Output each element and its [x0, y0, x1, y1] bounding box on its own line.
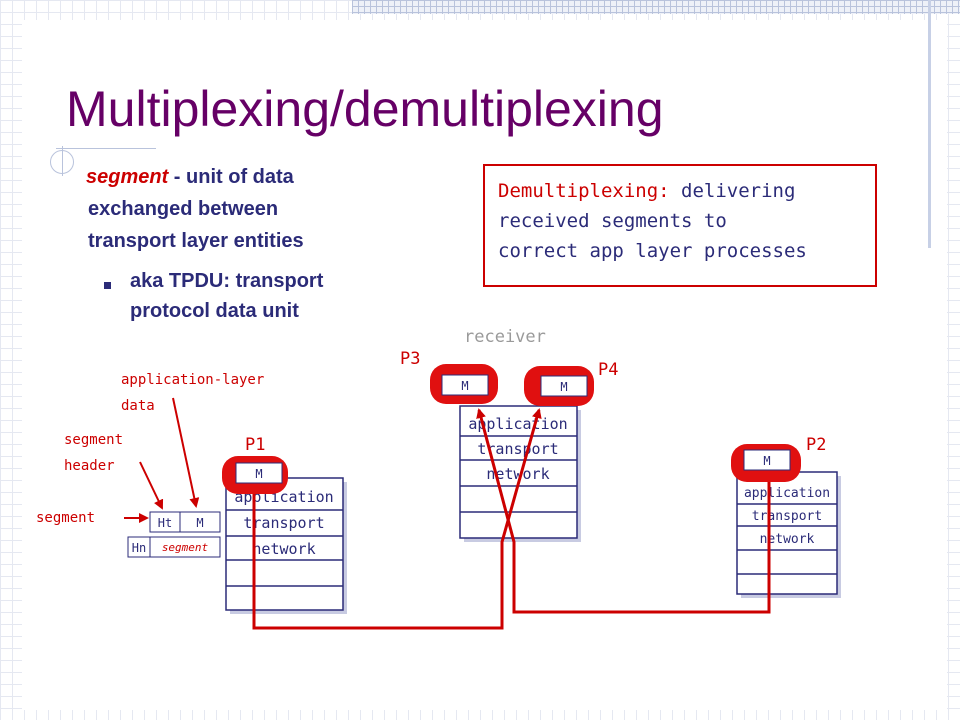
sub-bullet-marker: [104, 282, 111, 289]
app-data-arrow: [172, 397, 200, 508]
sub-bullet-line-2: protocol data unit: [130, 300, 299, 322]
receiver-label: receiver: [464, 327, 546, 347]
app-layer-data-label-1: application-layer: [121, 372, 264, 388]
callout-term: Demultiplexing:: [498, 180, 670, 202]
title-rule: [56, 148, 156, 149]
p1-transport-layer: transport: [243, 514, 324, 532]
segment-header-arrow: [139, 461, 164, 510]
p4-label: P4: [598, 360, 618, 380]
packet-segment-label: segment: [162, 541, 209, 554]
segment-packet: Ht M Hn segment: [127, 511, 221, 558]
link-p1-to-p4: [252, 408, 542, 630]
p1-network-layer: network: [252, 540, 315, 558]
host-stack-p1: application transport network: [225, 477, 347, 614]
p3-label: P3: [400, 349, 420, 369]
host-stack-p2: application transport network: [736, 471, 841, 598]
link-p2-to-p3: [476, 408, 771, 614]
process-p1: M: [222, 456, 288, 494]
p1-label: P1: [245, 435, 265, 455]
sub-bullet-line-1: aka TPDU: transport: [130, 270, 324, 292]
decorative-ring: [50, 150, 74, 174]
decorative-pattern: [352, 0, 960, 14]
p4-message: M: [560, 380, 567, 394]
segment-label: segment: [36, 510, 95, 526]
bullet-line-1: segment - unit of data: [86, 162, 294, 192]
app-layer-data-label-2: data: [121, 398, 155, 414]
callout-line-3: correct app layer processes: [498, 240, 807, 262]
p2-network-layer: network: [760, 532, 815, 547]
segment-term: segment: [86, 166, 169, 188]
header-ht: Ht: [158, 516, 172, 530]
bullet-line-3: transport layer entities: [88, 230, 304, 252]
p2-message: M: [763, 454, 770, 468]
p3-message: M: [461, 379, 468, 393]
bullet-line-2: exchanged between: [88, 198, 279, 220]
receiver-network-layer: network: [486, 465, 549, 483]
packet-message: M: [196, 516, 203, 530]
process-p4: M: [524, 366, 594, 406]
segment-header-label-2: header: [64, 458, 115, 474]
p1-message: M: [255, 467, 262, 481]
bullet-definition-1: - unit of data: [168, 166, 294, 188]
callout-line-1: delivering: [669, 180, 796, 202]
callout-line-2: received segments to: [498, 210, 727, 232]
receiver-application-layer: application: [468, 415, 567, 433]
process-p3: M: [430, 364, 498, 404]
p2-transport-layer: transport: [752, 509, 822, 524]
demultiplexing-callout: [483, 164, 877, 287]
header-hn: Hn: [132, 541, 146, 555]
process-p2: M: [731, 444, 801, 482]
p2-application-layer: application: [744, 486, 830, 501]
callout-text: Demultiplexing: delivering received segm…: [498, 176, 807, 266]
decorative-line: [928, 0, 931, 248]
p2-label: P2: [806, 435, 826, 455]
receiver-transport-layer: transport: [477, 440, 558, 458]
segment-header-label-1: segment: [64, 432, 123, 448]
slide-title: Multiplexing/demultiplexing: [66, 81, 664, 137]
